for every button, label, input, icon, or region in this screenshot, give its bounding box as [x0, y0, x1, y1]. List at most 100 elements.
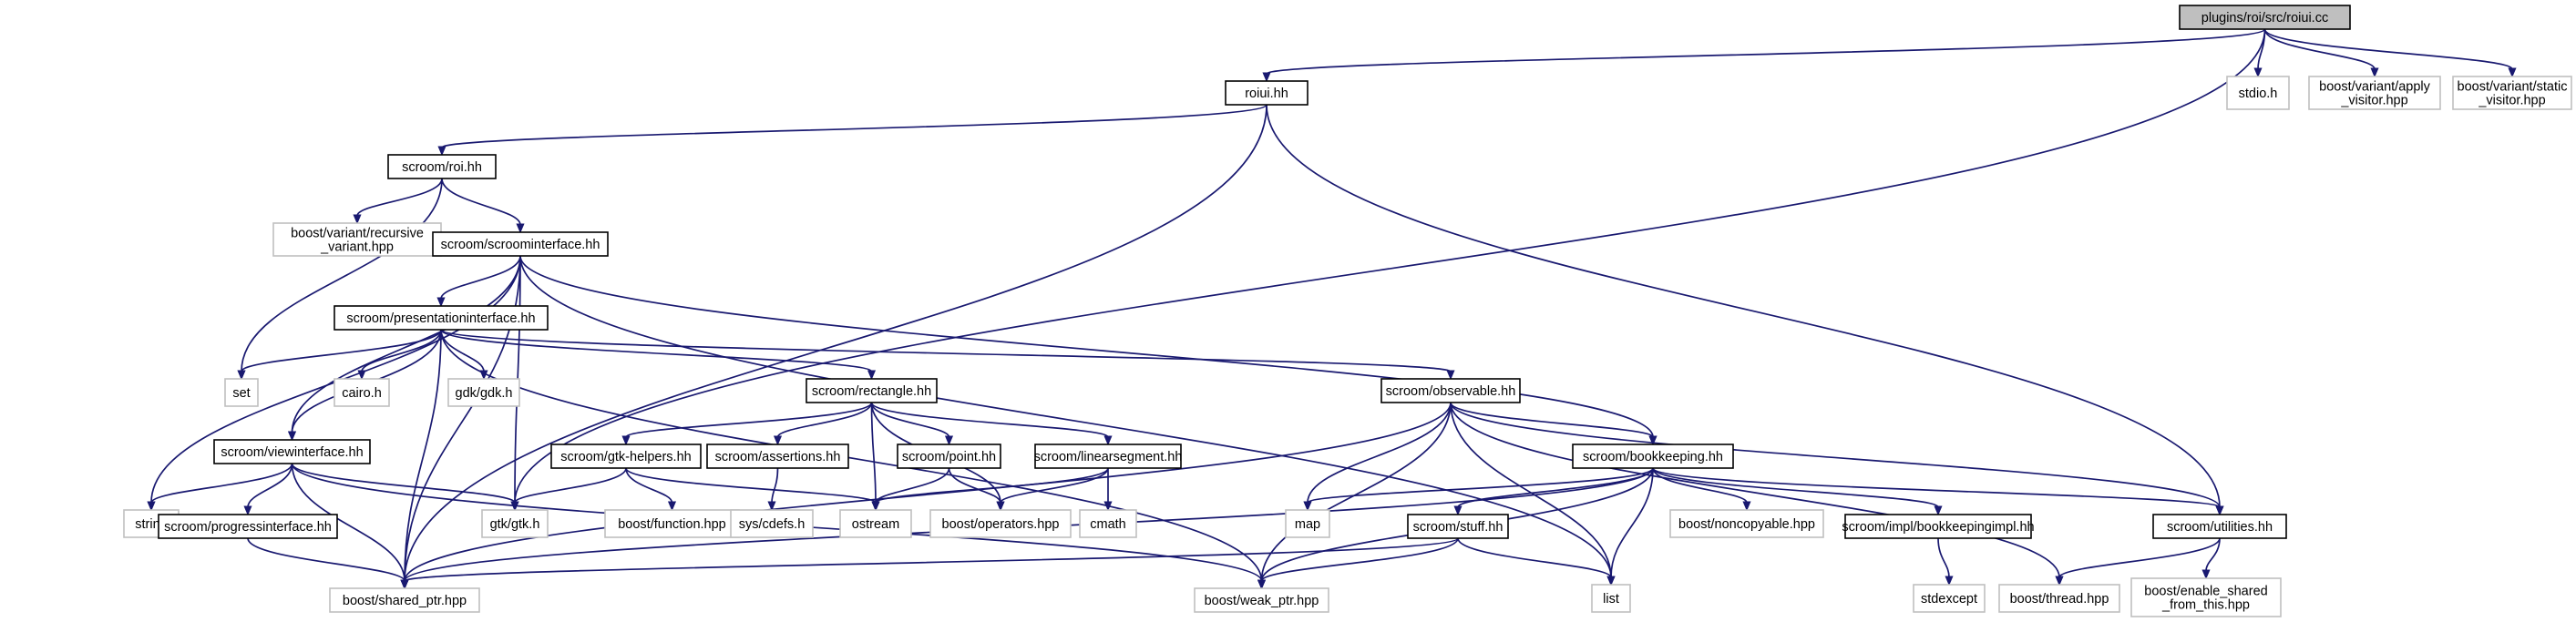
node-label-static_visitor-1: _visitor.hpp	[2478, 94, 2545, 108]
node-label-observable: scroom/observable.hh	[1386, 384, 1516, 399]
arrowhead-roi_hh-to-recursive_variant	[353, 214, 362, 225]
node-box-presentationinterface	[334, 305, 549, 331]
node-presentationinterface[interactable]: scroom/presentationinterface.hh	[334, 305, 549, 331]
arrowhead-roi_hh-to-scroominterface	[516, 223, 525, 234]
node-scroominterface[interactable]: scroom/scroominterface.hh	[432, 231, 609, 257]
node-stuff[interactable]: scroom/stuff.hh	[1407, 514, 1509, 539]
edge-presentationinterface-to-rectangle	[440, 329, 873, 372]
node-viewinterface[interactable]: scroom/viewinterface.hh	[213, 439, 371, 464]
node-roiui_cc[interactable]: plugins/roi/src/roiui.cc	[2179, 5, 2351, 30]
node-apply_visitor: boost/variant/apply_visitor.hpp	[2308, 76, 2441, 110]
node-box-gtkhelpers	[550, 444, 702, 469]
node-set: set	[224, 378, 259, 407]
edge-bookkeeping-to-map	[1307, 467, 1654, 504]
arrowhead-gtkhelpers-to-function_hpp	[667, 501, 677, 512]
arrowhead-rectangle-to-linearsegment	[1103, 435, 1113, 446]
node-box-apply_visitor	[2308, 76, 2441, 110]
arrowhead-bookkeepingimpl-to-stdexcept	[1945, 576, 1954, 586]
edge-assertions-to-cdefs	[771, 467, 779, 504]
edge-stuff-to-shared_ptr	[404, 537, 1459, 582]
arrowhead-linearsegment-to-operators	[996, 501, 1005, 512]
node-box-progressinterface	[158, 514, 338, 539]
arrowhead-bookkeeping-to-utilities	[2215, 505, 2224, 516]
edge-gtkhelpers-to-ostream	[625, 467, 877, 504]
node-box-operators	[929, 509, 1072, 538]
edge-stuff-to-weak_ptr	[1260, 537, 1459, 582]
node-rectangle[interactable]: scroom/rectangle.hh	[806, 378, 938, 403]
node-label-stuff: scroom/stuff.hh	[1413, 520, 1504, 535]
node-label-stdio_h: stdio.h	[2239, 87, 2278, 101]
edge-presentationinterface-to-weak_ptr	[440, 329, 1263, 582]
node-shared_ptr: boost/shared_ptr.hpp	[329, 587, 480, 613]
arrowhead-bookkeeping-to-bookkeepingimpl	[1934, 505, 1943, 516]
node-label-list: list	[1603, 592, 1619, 607]
arrowhead-presentationinterface-to-observable	[1446, 370, 1455, 381]
node-box-shared_ptr	[329, 587, 480, 613]
edge-scroominterface-to-bookkeeping	[519, 255, 1654, 438]
node-utilities[interactable]: scroom/utilities.hh	[2152, 514, 2287, 539]
node-stdio_h: stdio.h	[2226, 76, 2290, 110]
arrowhead-roiui_cc-to-stdio_h	[2253, 67, 2263, 78]
node-roiui_hh[interactable]: roiui.hh	[1225, 80, 1309, 106]
arrowhead-bookkeeping-to-stuff	[1453, 505, 1462, 516]
arrowhead-bookkeeping-to-map	[1303, 501, 1312, 512]
node-box-roiui_cc	[2179, 5, 2351, 30]
node-enable_shared: boost/enable_shared_from_this.hpp	[2130, 577, 2282, 617]
edge-bookkeeping-to-list	[1610, 467, 1654, 578]
node-stdexcept: stdexcept	[1913, 584, 1986, 613]
node-point[interactable]: scroom/point.hh	[897, 444, 1001, 469]
node-box-set	[224, 378, 259, 407]
edge-point-to-ostream	[875, 467, 950, 504]
node-box-cmath	[1079, 509, 1137, 538]
edge-roiui_hh-to-shared_ptr	[404, 104, 1267, 582]
node-label-bookkeeping: scroom/bookkeeping.hh	[1583, 450, 1723, 464]
node-bookkeeping[interactable]: scroom/bookkeeping.hh	[1572, 444, 1734, 469]
arrowhead-viewinterface-to-string	[147, 501, 156, 512]
edge-viewinterface-to-shared_ptr	[291, 463, 405, 582]
node-observable[interactable]: scroom/observable.hh	[1380, 378, 1521, 403]
node-progressinterface[interactable]: scroom/progressinterface.hh	[158, 514, 338, 539]
node-static_visitor: boost/variant/static_visitor.hpp	[2452, 76, 2572, 110]
node-gtkhelpers[interactable]: scroom/gtk-helpers.hh	[550, 444, 702, 469]
edge-presentationinterface-to-cairo_h	[361, 329, 442, 372]
node-linearsegment[interactable]: scroom/linearsegment.hh	[1034, 444, 1183, 469]
nodes-layer: plugins/roi/src/roiui.cc roiui.hh stdio.h b…	[123, 5, 2572, 617]
edge-rectangle-to-linearsegment	[870, 402, 1109, 438]
node-function_hpp: boost/function.hpp	[604, 509, 740, 538]
node-box-assertions	[706, 444, 849, 469]
node-box-cairo_h	[334, 378, 390, 407]
node-roi_hh[interactable]: scroom/roi.hh	[387, 154, 497, 179]
node-assertions[interactable]: scroom/assertions.hh	[706, 444, 849, 469]
edge-viewinterface-to-string	[150, 463, 293, 504]
edge-roiui_hh-to-utilities	[1266, 104, 2221, 508]
node-label-weak_ptr: boost/weak_ptr.hpp	[1205, 594, 1319, 608]
node-label-linearsegment: scroom/linearsegment.hh	[1034, 450, 1183, 464]
arrowhead-roiui_hh-to-roi_hh	[437, 146, 446, 157]
node-label-progressinterface: scroom/progressinterface.hh	[164, 520, 332, 535]
node-box-rectangle	[806, 378, 938, 403]
node-label-stdexcept: stdexcept	[1921, 592, 1977, 607]
edge-presentationinterface-to-shared_ptr	[404, 329, 442, 582]
node-box-viewinterface	[213, 439, 371, 464]
node-label-gdk_h: gdk/gdk.h	[456, 386, 513, 401]
edge-rectangle-to-ostream	[870, 402, 877, 504]
edge-observable-to-map	[1307, 402, 1452, 504]
edge-gtkhelpers-to-gtk_h	[514, 467, 627, 504]
edge-observable-to-utilities	[1450, 402, 2221, 508]
arrowhead-viewinterface-to-progressinterface	[243, 505, 252, 516]
node-label-cmath: cmath	[1090, 517, 1126, 532]
edge-roi_hh-to-scroominterface	[441, 178, 521, 226]
edge-rectangle-to-gtkhelpers	[625, 402, 873, 438]
node-label-set: set	[232, 386, 250, 401]
arrowhead-utilities-to-thread	[2055, 576, 2064, 586]
edge-observable-to-shared_ptr	[404, 402, 1452, 582]
edge-presentationinterface-to-observable	[440, 329, 1452, 372]
arrowhead-presentationinterface-to-viewinterface	[287, 431, 297, 442]
node-bookkeepingimpl[interactable]: scroom/impl/bookkeepingimpl.hh	[1842, 514, 2035, 539]
arrowhead-presentationinterface-to-set	[237, 370, 246, 381]
node-weak_ptr: boost/weak_ptr.hpp	[1194, 587, 1329, 613]
node-label-roi_hh: scroom/roi.hh	[402, 160, 482, 175]
arrowhead-roiui_cc-to-roiui_hh	[1262, 72, 1271, 83]
node-label-gtk_h: gtk/gtk.h	[490, 517, 540, 532]
